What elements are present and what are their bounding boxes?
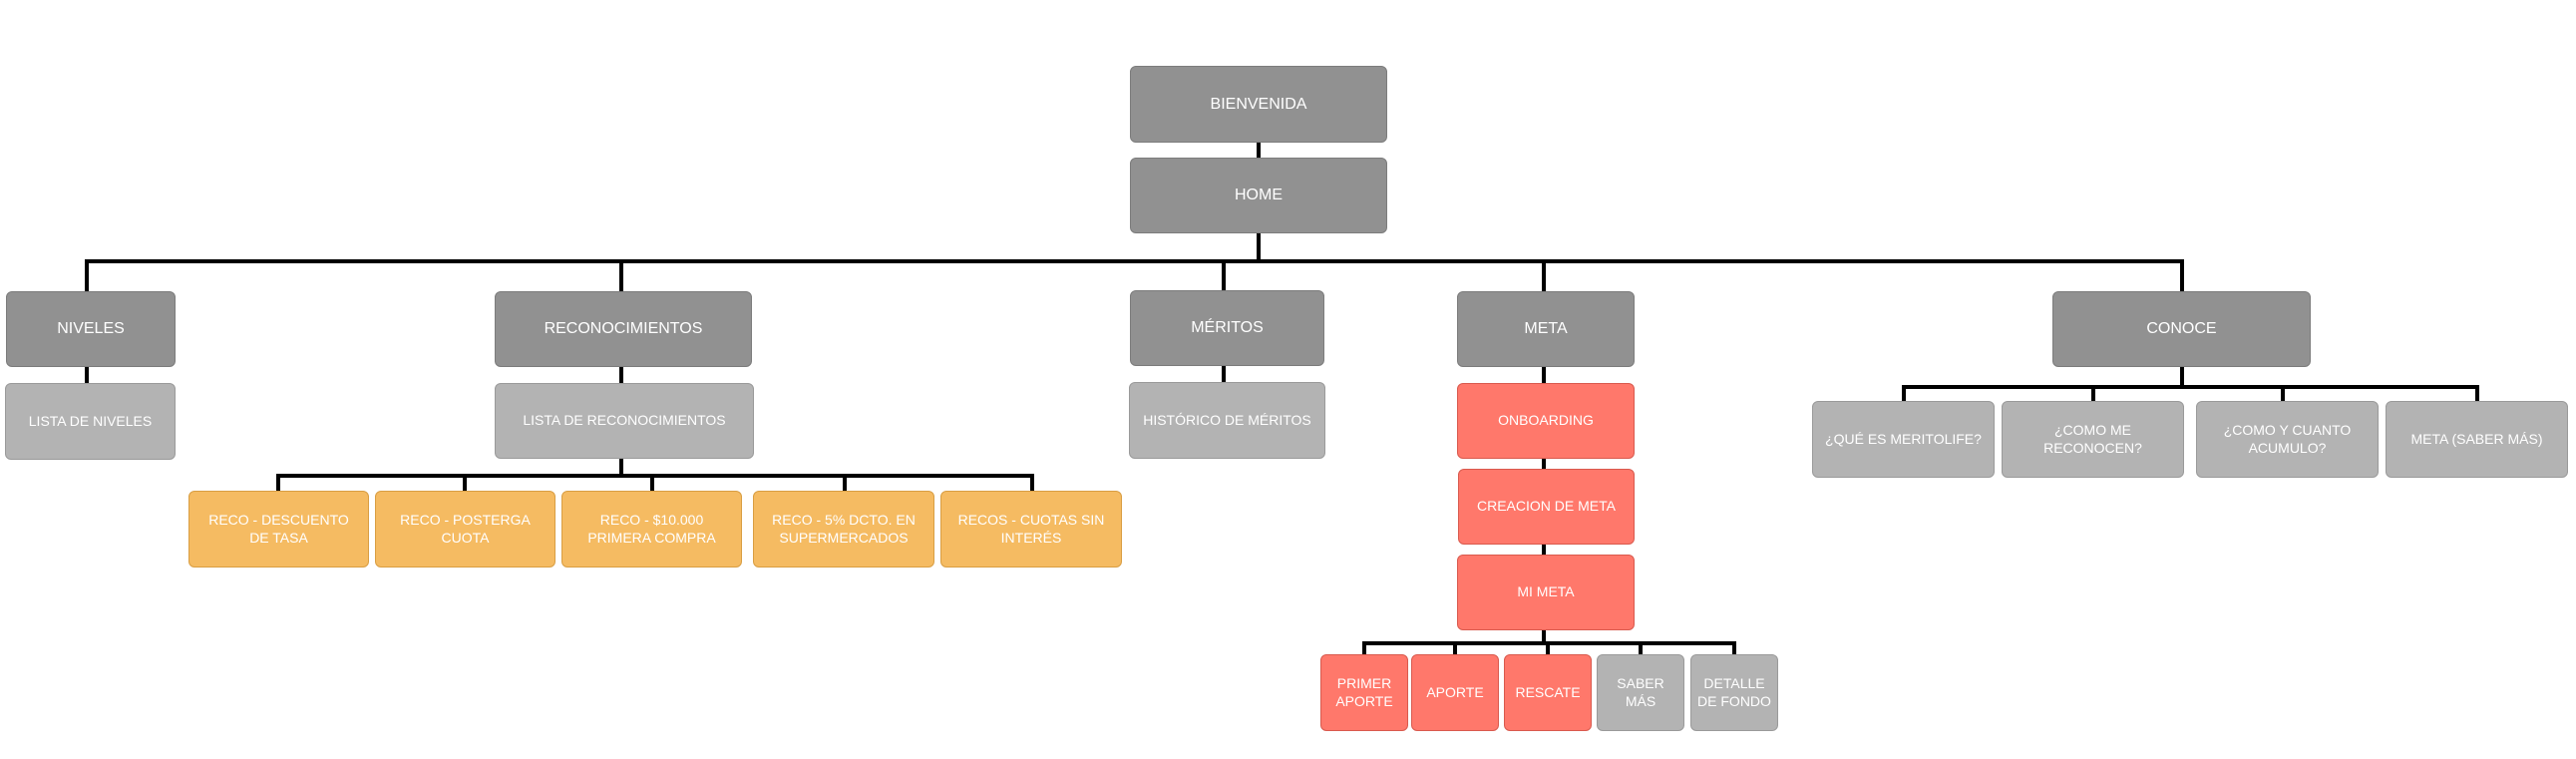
node-conoce: CONOCE [2052,291,2311,367]
node-aporte: APORTE [1411,654,1499,731]
node-reco-descuento-tasa: RECO - DESCUENTO DE TASA [188,491,369,568]
node-como-y-cuanto-acumulo: ¿COMO Y CUANTO ACUMULO? [2196,401,2379,478]
node-bienvenida: BIENVENIDA [1130,66,1387,143]
node-reco-primera-compra: RECO - $10.000 PRIMERA COMPRA [561,491,742,568]
node-niveles: NIVELES [6,291,176,367]
node-lista-reconocimientos: LISTA DE RECONOCIMIENTOS [495,383,754,459]
node-como-me-reconocen: ¿COMO ME RECONOCEN? [2002,401,2184,478]
node-reco-posterga-cuota: RECO - POSTERGA CUOTA [375,491,555,568]
node-historico-meritos: HISTÓRICO DE MÉRITOS [1129,382,1325,459]
node-reconocimientos: RECONOCIMIENTOS [495,291,752,367]
node-saber-mas: SABER MÁS [1597,654,1684,731]
node-meritos: MÉRITOS [1130,290,1324,366]
node-recos-cuotas: RECOS - CUOTAS SIN INTERÉS [940,491,1122,568]
node-meta-saber-mas: META (SABER MÁS) [2386,401,2568,478]
node-creacion-meta: CREACION DE META [1458,469,1635,545]
node-primer-aporte: PRIMER APORTE [1320,654,1408,731]
node-meta: META [1457,291,1635,367]
node-reco-supermercados: RECO - 5% DCTO. EN SUPERMERCADOS [753,491,934,568]
node-lista-niveles: LISTA DE NIVELES [5,383,176,460]
node-mi-meta: MI META [1457,555,1635,630]
node-detalle-fondo: DETALLE DE FONDO [1690,654,1778,731]
node-que-es-meritolife: ¿QUÉ ES MERITOLIFE? [1812,401,1995,478]
node-onboarding: ONBOARDING [1457,383,1635,459]
node-rescate: RESCATE [1504,654,1592,731]
node-home: HOME [1130,158,1387,233]
